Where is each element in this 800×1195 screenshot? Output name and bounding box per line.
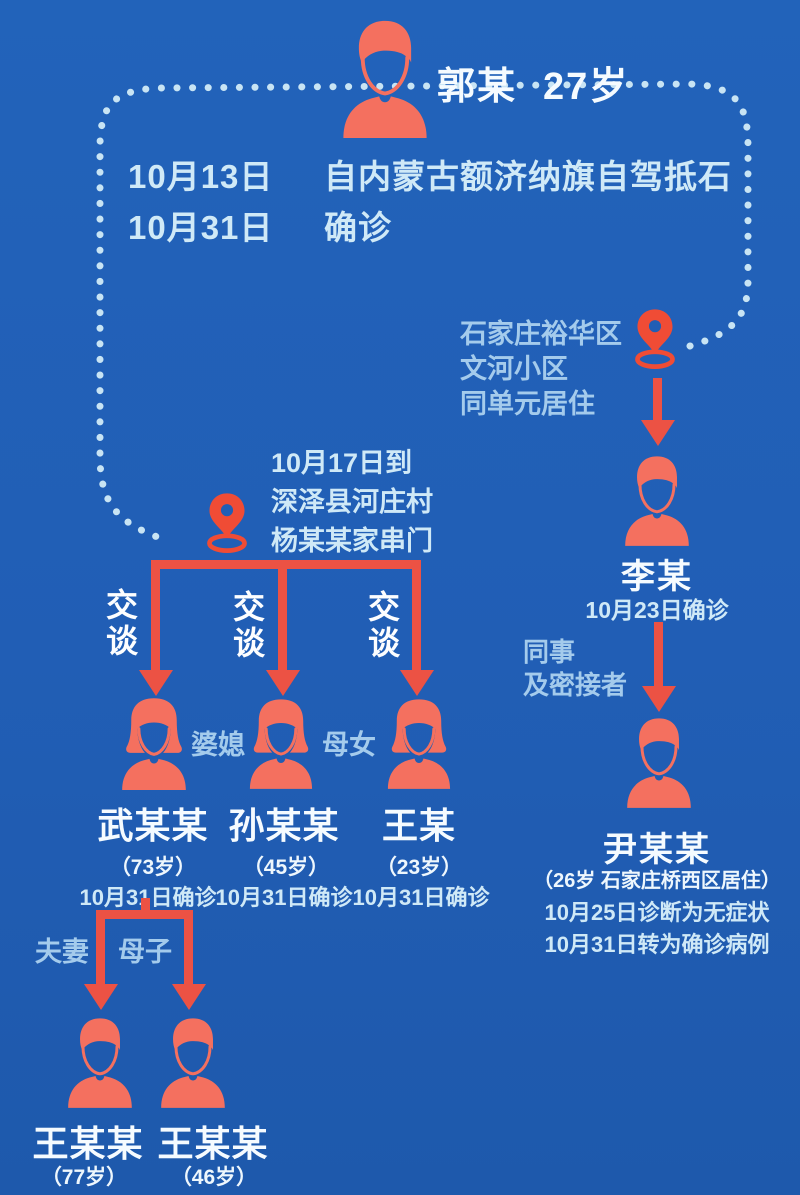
event-desc: 确诊 [324,209,392,246]
yin-status-2: 10月31日转为确诊病例 [544,932,770,957]
index-case-age: 27岁 [543,66,630,108]
family-arrow-2 [184,910,193,986]
contact-masked-woman-icon [248,697,314,791]
family-name: 王某某 [157,1123,269,1164]
family-name: 王某某 [32,1123,144,1164]
contact-age: （23岁） [375,856,463,879]
relation-line: 同事 [523,637,576,667]
event-date: 10月13日 [128,158,274,195]
arrowhead [400,670,434,696]
arrowhead [172,984,206,1010]
branch-arrow-1 [151,560,160,672]
yin-detail: （26岁 石家庄桥西区居住） [533,870,781,892]
family-age: （46岁） [170,1166,258,1189]
location-note-yuhua: 石家庄裕华区 文河小区 同单元居住 [460,317,622,422]
relation-mother-son: 母子 [118,937,172,967]
branch-arrow-2 [278,560,287,672]
event-desc: 自内蒙古额济纳旗自驾抵石 [324,158,732,195]
family-branch-stub [141,898,150,918]
yin-name: 尹某某 [603,831,711,869]
relation-2-3: 母女 [322,730,376,760]
arrow-pin-to-li [653,378,662,422]
yin-masked-man-icon [625,716,693,810]
relation-1-2: 婆媳 [191,730,245,760]
contact-name: 王某 [381,805,456,846]
relation-coworker: 同事 及密接者 [523,636,627,702]
branch-arrow-3 [412,560,421,672]
contact-status: 10月31日确诊 [352,885,490,910]
location-pin-icon [628,308,682,370]
contact-status: 10月31日确诊 [215,885,353,910]
talk-label-3: 交谈 [367,589,400,661]
family-age: （77岁） [40,1166,128,1189]
family-masked-man-icon [159,1016,227,1110]
arrowhead [642,686,676,712]
visit-line: 10月17日到 [271,448,413,478]
arrow-li-to-yin [654,622,663,688]
yin-status-1: 10月25日诊断为无症状 [544,900,770,925]
arrowhead [266,670,300,696]
visit-line: 杨某某家串门 [271,526,433,556]
contact-masked-woman-icon [120,696,188,792]
contact-age: （73岁） [109,856,197,879]
location-line: 文河小区 [460,354,568,384]
location-pin-icon [200,492,254,554]
index-case-title: 郭某 27岁 [437,55,629,110]
arrowhead [84,984,118,1010]
location-line: 同单元居住 [460,389,595,419]
event-row: 10月13日 自内蒙古额济纳旗自驾抵石 [128,150,788,198]
arrowhead [641,420,675,446]
li-masked-man-icon [623,454,691,548]
visit-note: 10月17日到 深泽县河庄村 杨某某家串门 [271,444,433,561]
li-status: 10月23日确诊 [585,597,729,623]
contact-masked-woman-icon [386,697,452,791]
event-date: 10月31日 [128,209,274,246]
family-masked-man-icon [66,1016,134,1110]
relation-couple: 夫妻 [35,937,89,967]
li-name: 李某 [621,558,693,596]
event-row: 10月31日 确诊 [128,201,788,249]
relation-line: 及密接者 [523,670,628,700]
contact-age: （45岁） [242,856,330,879]
arrowhead [139,670,173,696]
index-case-masked-man-icon [341,18,429,140]
contact-name: 武某某 [97,805,209,846]
talk-label-2: 交谈 [232,589,265,661]
family-branch-bar [96,910,193,919]
location-line: 石家庄裕华区 [460,319,622,349]
visit-line: 深泽县河庄村 [271,487,433,517]
index-case-name: 郭某 [437,66,518,108]
contact-name: 孙某某 [228,805,340,846]
family-arrow-1 [96,910,105,986]
talk-label-1: 交谈 [105,587,138,659]
